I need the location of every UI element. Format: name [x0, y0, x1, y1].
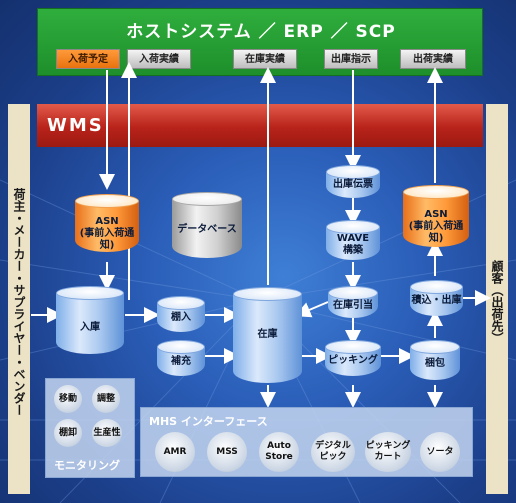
monitoring-item-tanaoroshi: 棚卸 — [54, 419, 82, 447]
mhs-item-sorter: ソータ — [420, 432, 460, 472]
host-item-nyuka-yotei: 入荷予定 — [56, 49, 120, 69]
arrow-hikiate-to-zaiko — [294, 301, 329, 318]
wms-bar: WMS — [37, 104, 483, 147]
monitoring-item-ido: 移動 — [54, 385, 82, 413]
mhs-panel: MHS インターフェース AMR MSS Auto Store デジタル ピック… — [140, 407, 473, 477]
tanaire-node: 棚入 — [157, 296, 205, 332]
zaiko-hikiate-node: 在庫引当 — [328, 286, 378, 318]
wms-title: WMS — [47, 115, 104, 136]
host-item-shukko-shiji: 出庫指示 — [324, 49, 378, 69]
asn-outbound-node: ASN (事前入荷通知) — [403, 185, 469, 247]
customer-side-label: 顧客（出荷先） — [486, 104, 508, 494]
monitoring-item-chousei: 調整 — [92, 385, 120, 413]
mhs-item-autostore: Auto Store — [259, 432, 299, 472]
hojuu-node: 補充 — [157, 340, 205, 376]
mhs-item-amr: AMR — [155, 432, 195, 472]
zaiko-node: 在庫 — [233, 287, 302, 383]
tsumikomi-node: 積込・出庫 — [410, 280, 463, 316]
shukko-denpyo-node: 出庫伝票 — [326, 165, 380, 198]
picking-node: ピッキング — [325, 340, 381, 376]
supplier-side-label: 荷主・メーカー・サプライヤー・ベンダー — [8, 104, 30, 494]
monitoring-title: モニタリング — [54, 459, 120, 472]
mhs-item-digital-pick: デジタル ピック — [311, 432, 355, 472]
host-system-title: ホストシステム ／ ERP ／ SCP — [126, 22, 396, 42]
asn-inbound-node: ASN (事前入荷通知) — [75, 194, 139, 252]
mhs-item-picking-cart: ピッキング カート — [365, 432, 411, 472]
monitoring-panel: 移動 調整 棚卸 生産性 モニタリング — [45, 378, 135, 478]
konpo-node: 梱包 — [410, 340, 460, 380]
database-node: データベース — [172, 192, 242, 258]
wave-node: WAVE 構築 — [326, 220, 380, 260]
mhs-item-mss: MSS — [207, 432, 247, 472]
mhs-title: MHS インターフェース — [149, 415, 268, 428]
host-item-nyuka-jisseki: 入荷実績 — [127, 49, 191, 69]
nyuko-node: 入庫 — [56, 286, 124, 354]
monitoring-item-seisansei: 生産性 — [92, 419, 122, 447]
